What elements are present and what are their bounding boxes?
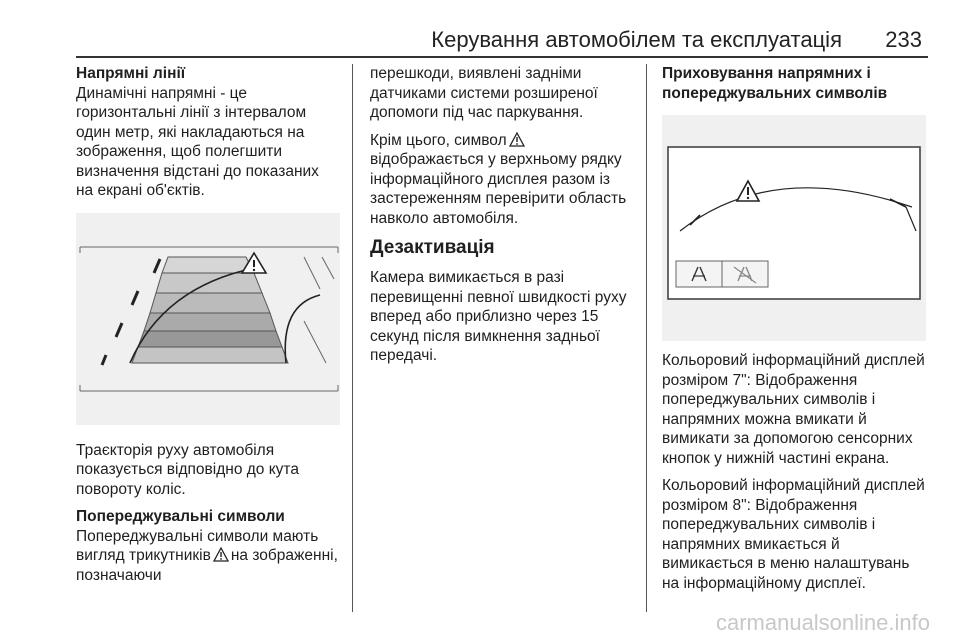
warning-triangle-icon: [735, 179, 761, 202]
section-heading-deactivation: Дезактивація: [370, 237, 495, 258]
guidelines-toggle-button[interactable]: [675, 260, 723, 288]
warning-symbols-paragraph: Попереджувальні символи мають вигляд три…: [76, 527, 340, 586]
trajectory-figure: [76, 212, 340, 425]
column-1: Напрямні лінії Динамічні напрямні - це г…: [76, 64, 340, 593]
warning-triangle-icon: [240, 250, 268, 274]
crossed-guidelines-icon: [733, 266, 757, 284]
display-8-paragraph: Кольоровий інформаційний дисплей розміро…: [662, 477, 925, 592]
warning-triangle-icon: [212, 547, 229, 562]
warning-triangle-icon: [508, 131, 525, 147]
column-divider-2: [646, 64, 647, 612]
header-rule: [76, 56, 928, 58]
section-heading-guidelines: Напрямні лінії: [76, 65, 186, 82]
warning-symbols-text-before: Попереджувальні символи мають вигляд три…: [76, 527, 319, 565]
symbol-text-before: Крім цього, символ: [370, 131, 507, 149]
page-number: 233: [885, 27, 922, 52]
symbol-paragraph: Крім цього, символ відображається у верх…: [370, 131, 636, 229]
section-heading-hiding-guidelines: Приховування напрямних і попереджувальни…: [662, 65, 888, 102]
page-header: Керування автомобілем та експлуатація 23…: [0, 0, 960, 58]
guidelines-icon: [691, 266, 707, 282]
column-divider-1: [352, 64, 353, 612]
warning-symbols-toggle-button[interactable]: [721, 260, 769, 288]
display-diagram: [662, 115, 926, 341]
column-3: Приховування напрямних і попереджувальни…: [662, 64, 930, 601]
trajectory-caption: Траєкторія руху автомобіля показується в…: [76, 441, 299, 498]
trajectory-diagram: [76, 212, 340, 425]
column-2: перешкоди, виявлені задніми датчиками си…: [370, 64, 636, 374]
watermark: carmanualsonline.info: [715, 610, 930, 635]
obstacles-paragraph: перешкоди, виявлені задніми датчиками си…: [370, 65, 598, 121]
deactivation-paragraph: Камера вимикається в разі перевищенні пе…: [370, 269, 627, 364]
display-figure: [662, 115, 926, 341]
display-7-paragraph: Кольоровий інформаційний дисплей розміро…: [662, 352, 925, 467]
symbol-text-after: відображається у верхньому рядку інформа…: [370, 151, 627, 227]
section-heading-warning-symbols: Попереджувальні символи: [76, 508, 285, 525]
guidelines-paragraph: Динамічні напрямні - це горизонтальні лі…: [76, 84, 319, 200]
page-header-title: Керування автомобілем та експлуатація: [431, 27, 842, 52]
warning-symbols-text-after: на зображенні, позначаючи: [76, 547, 338, 584]
